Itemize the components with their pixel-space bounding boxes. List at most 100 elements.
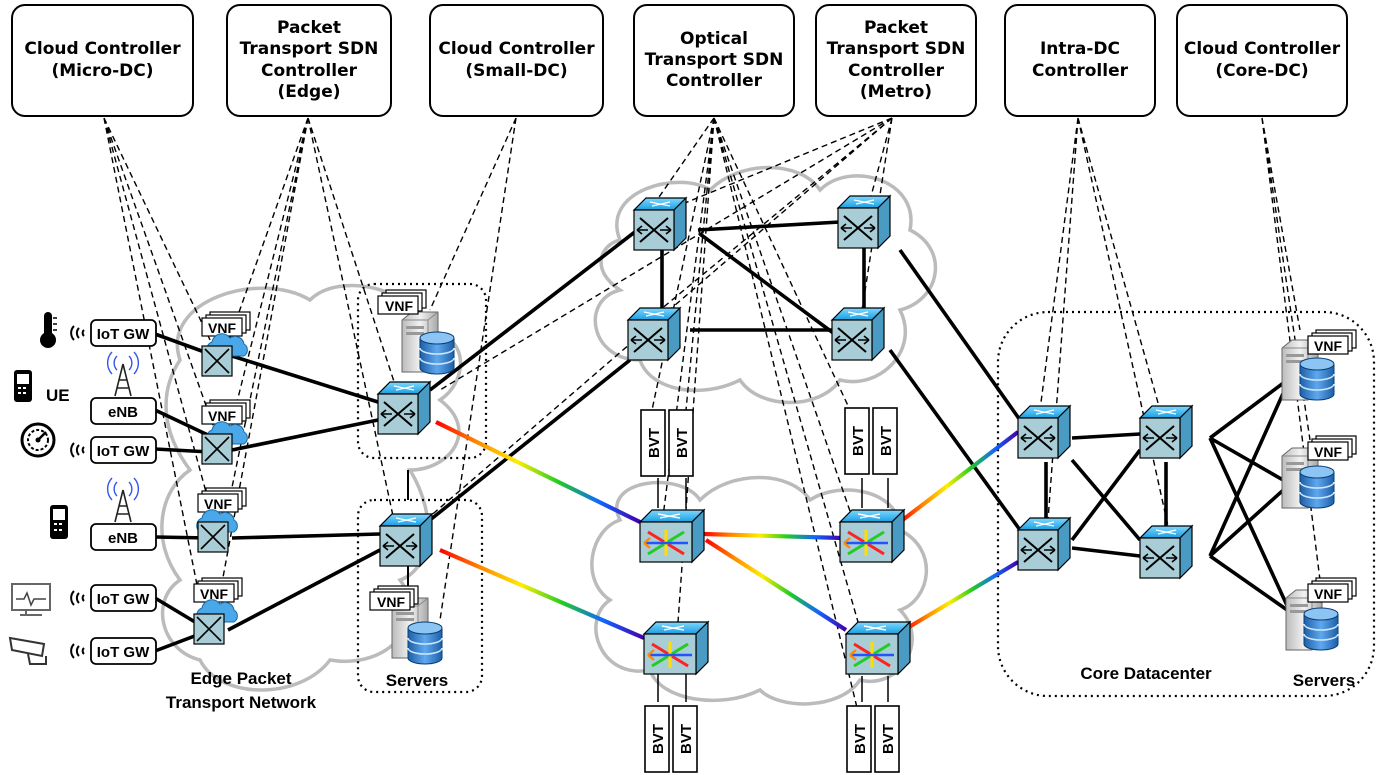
control-lines — [103, 117, 1321, 721]
edge-network-label: Edge Packet — [190, 669, 291, 688]
edge-network-label: Transport Network — [166, 693, 317, 712]
core-datacenter-group — [996, 310, 1376, 698]
antenna-icon — [106, 351, 140, 397]
bvt-label: BVT — [678, 724, 695, 754]
bvt-box: BVT — [668, 409, 694, 477]
vnf-label: VNF — [385, 298, 413, 314]
packet-switch-icon — [377, 381, 431, 435]
edge-node-3: VNF — [196, 487, 247, 553]
core-server-1: VNF — [1281, 329, 1357, 401]
wireless-signal-icon — [70, 442, 85, 458]
vnf-label: VNF — [1314, 586, 1342, 602]
enb-box: eNB — [90, 397, 157, 425]
edge-node-1: VNF — [201, 311, 251, 377]
packet-switch-icon — [831, 307, 885, 361]
phone-icon — [50, 505, 68, 539]
antenna-icon — [106, 477, 140, 523]
vnf-label: VNF — [377, 594, 405, 610]
bvt-label: BVT — [650, 724, 667, 754]
iot-gw-label: IoT GW — [97, 326, 150, 343]
packet-switch-icon — [837, 195, 891, 249]
packet-switch-icon — [1139, 405, 1193, 459]
iot-gw-box: IoT GW — [90, 436, 157, 464]
controller-label: Cloud Controller (Small-DC) — [438, 39, 595, 81]
controller-packet-metro: Packet Transport SDN Controller (Metro) — [815, 4, 977, 117]
core-datacenter-label: Core Datacenter — [1080, 664, 1212, 683]
vnf-label: VNF — [200, 586, 228, 602]
controller-core-dc: Cloud Controller (Core-DC) — [1176, 4, 1348, 117]
thermometer-icon — [40, 312, 57, 348]
optical-switch-icon — [838, 508, 906, 564]
ue-label: UE — [46, 386, 70, 405]
database-icon — [407, 621, 443, 665]
small-dc-group — [356, 498, 484, 694]
bvt-label: BVT — [674, 428, 691, 458]
wireless-signal-icon — [70, 643, 85, 659]
optical-switch-icon — [844, 620, 912, 676]
gauge-icon — [20, 422, 56, 458]
edge-network-cloud — [160, 283, 463, 692]
packet-switch-icon — [633, 197, 687, 251]
packet-switch-icon — [1017, 405, 1071, 459]
controller-intra-dc: Intra-DC Controller — [1004, 4, 1156, 117]
optical-links — [435, 420, 1020, 651]
monitor-icon — [11, 583, 51, 616]
database-icon — [1303, 607, 1339, 651]
iot-gw-label: IoT GW — [97, 644, 150, 661]
bvt-box: BVT — [644, 705, 670, 773]
database-icon — [419, 331, 455, 375]
bvt-box: BVT — [640, 409, 666, 477]
packet-switch-icon — [1017, 517, 1071, 571]
bvt-arrows — [657, 478, 889, 702]
iot-gw-label: IoT GW — [97, 443, 150, 460]
optical-switch-icon — [638, 508, 706, 564]
iot-gw-box: IoT GW — [90, 584, 157, 612]
iot-gw-box: IoT GW — [90, 319, 157, 347]
controller-optical: Optical Transport SDN Controller — [633, 4, 795, 117]
bvt-box: BVT — [872, 407, 898, 475]
optical-switch-icon — [642, 620, 710, 676]
servers-label: Servers — [386, 671, 448, 690]
controller-label: Packet Transport SDN Controller (Edge) — [239, 18, 379, 102]
bvt-box: BVT — [874, 705, 900, 773]
core-server-2: VNF — [1281, 435, 1357, 509]
bvt-box: BVT — [672, 705, 698, 773]
enb-label: eNB — [108, 530, 138, 547]
wireless-signal-icon — [70, 325, 85, 341]
bvt-label: BVT — [880, 724, 897, 754]
bvt-label: BVT — [852, 724, 869, 754]
servers-label: Servers — [1293, 671, 1355, 690]
bvt-label: BVT — [878, 426, 895, 456]
controller-label: Optical Transport SDN Controller — [644, 28, 784, 92]
packet-links — [154, 220, 1292, 653]
wireless-signal-icon — [70, 590, 85, 606]
edge-node-4: VNF — [193, 577, 243, 645]
packet-switch-icon — [627, 307, 681, 361]
phone-icon — [14, 370, 32, 402]
micro-dc-server: VNF — [377, 289, 455, 375]
packet-switch-icon — [1139, 525, 1193, 579]
packet-switch-icon — [379, 513, 433, 567]
database-icon — [1299, 465, 1335, 509]
edge-node-2: VNF — [201, 399, 251, 465]
iot-gw-label: IoT GW — [97, 591, 150, 608]
bvt-box: BVT — [846, 705, 872, 773]
metro-optical-cloud-top — [593, 165, 938, 405]
iot-gw-box: IoT GW — [90, 637, 157, 665]
core-server-3: VNF — [1285, 577, 1357, 651]
controller-label: Packet Transport SDN Controller (Metro) — [826, 18, 966, 102]
enb-box: eNB — [90, 523, 157, 551]
vnf-label: VNF — [208, 320, 236, 336]
controller-packet-edge: Packet Transport SDN Controller (Edge) — [226, 4, 392, 117]
vnf-label: VNF — [204, 496, 232, 512]
vnf-label: VNF — [1314, 444, 1342, 460]
controller-label: Cloud Controller (Core-DC) — [1183, 39, 1341, 81]
bvt-box: BVT — [844, 407, 870, 475]
bvt-label: BVT — [646, 428, 663, 458]
camera-icon — [8, 636, 47, 665]
enb-label: eNB — [108, 404, 138, 421]
vnf-label: VNF — [208, 408, 236, 424]
bvt-label: BVT — [850, 426, 867, 456]
controller-label: Cloud Controller (Micro-DC) — [24, 39, 181, 81]
